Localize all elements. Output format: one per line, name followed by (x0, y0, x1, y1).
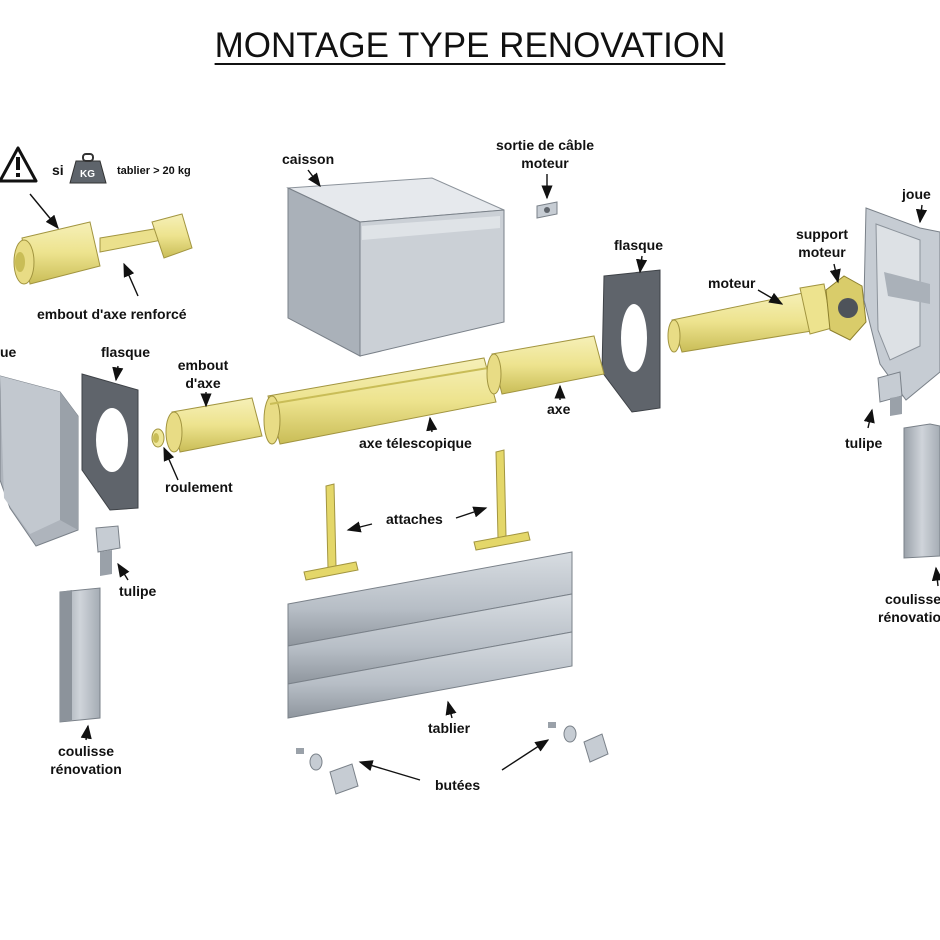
label-moteur: moteur (708, 275, 756, 291)
label-flasque-left: flasque (101, 344, 151, 360)
label-embout-axe-2: d'axe (185, 375, 221, 391)
motor-support (825, 275, 867, 341)
label-tulipe-right: tulipe (845, 435, 883, 451)
label-coulisse-left-2: rénovation (50, 761, 122, 777)
caisson-box (286, 177, 505, 357)
label-joue-left: ue (0, 344, 17, 360)
weight-kg-label: KG (80, 169, 95, 180)
warning-si-label: si (52, 162, 64, 178)
page-title: MONTAGE TYPE RENOVATION (214, 26, 726, 65)
stop-right (548, 722, 609, 763)
axle-end-cap (165, 397, 263, 453)
right-guide-rail (903, 423, 940, 559)
label-tablier: tablier (428, 720, 471, 736)
motor-tube (667, 283, 833, 353)
label-support-moteur-2: moteur (798, 244, 846, 260)
stop-left (296, 748, 359, 795)
weight-icon (69, 153, 107, 184)
label-joue-right: joue (902, 186, 931, 202)
shutter-slats (287, 551, 573, 719)
warning-condition: tablier > 20 kg (117, 165, 191, 177)
leader-arrows (29, 169, 940, 781)
label-embout-axe-1: embout (177, 357, 229, 373)
label-roulement: roulement (165, 479, 233, 495)
label-coulisse-right-1: coulisse (885, 591, 940, 607)
left-flange-plate (81, 373, 139, 511)
telescopic-axle (263, 357, 497, 445)
label-support-moteur-1: support (795, 226, 849, 242)
right-tulip-clip (877, 371, 903, 416)
cable-outlet (536, 201, 558, 219)
left-tulip-clip (95, 525, 121, 576)
label-axe-telescopique: axe télescopique (359, 435, 472, 451)
label-butees: butées (435, 777, 481, 793)
label-embout-renforce: embout d'axe renforcé (37, 306, 187, 322)
label-caisson: caisson (282, 151, 335, 167)
label-flasque-right: flasque (614, 237, 664, 253)
left-end-plate (0, 375, 79, 547)
label-coulisse-right-2: rénovation (878, 609, 940, 625)
warning-icon (0, 146, 38, 183)
axle (486, 335, 605, 395)
attach-left (303, 483, 359, 581)
reinforced-end-cap (13, 213, 193, 285)
right-end-plate (863, 207, 940, 401)
label-sortie-cable-2: moteur (521, 155, 569, 171)
left-guide-rail (59, 587, 101, 723)
right-flange-plate (601, 269, 661, 413)
label-coulisse-left-1: coulisse (57, 743, 115, 759)
label-sortie-cable-1: sortie de câble (495, 137, 595, 153)
bearing (151, 428, 165, 448)
attach-right (473, 449, 531, 551)
label-attaches: attaches (386, 511, 443, 527)
label-tulipe-left: tulipe (119, 583, 157, 599)
label-axe: axe (547, 401, 571, 417)
